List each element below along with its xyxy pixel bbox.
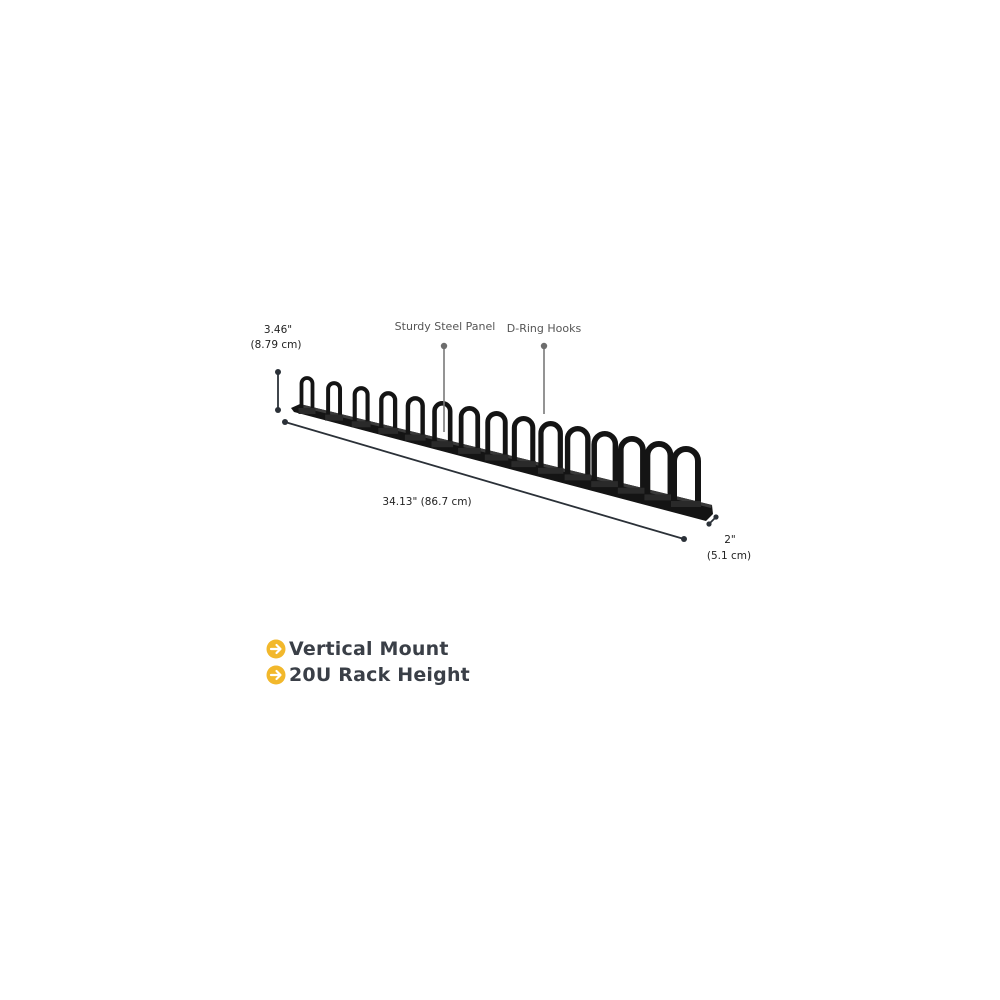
d-ring-hook xyxy=(538,421,563,477)
d-ring-hook xyxy=(299,376,315,416)
cable-manager-panel xyxy=(291,376,713,521)
d-ring-hook xyxy=(352,386,370,430)
d-ring-hook-base xyxy=(351,421,371,428)
d-ring-hook xyxy=(591,431,619,490)
dimension-height-imperial: 3.46" xyxy=(264,324,292,336)
d-ring-hook xyxy=(379,391,398,437)
d-ring-hook-base xyxy=(591,481,619,488)
d-ring-hook-base xyxy=(404,434,426,441)
d-ring-hook xyxy=(432,401,453,450)
dimension-height: 3.46" (8.79 cm) xyxy=(251,324,302,413)
feature-list: Vertical Mount 20U Rack Height xyxy=(266,636,470,688)
callout-dot xyxy=(540,342,548,350)
d-ring-hook-base xyxy=(538,467,564,474)
d-ring-hook-base xyxy=(378,427,399,434)
d-ring-hook-base xyxy=(458,447,481,454)
d-ring-hook xyxy=(671,446,701,510)
d-ring-hook-base xyxy=(484,454,509,461)
d-ring-hook xyxy=(617,436,646,497)
d-ring-hook-base xyxy=(617,487,646,494)
d-ring-hook-base xyxy=(325,414,343,421)
d-ring-hook-base xyxy=(671,501,701,507)
dimension-length-label: 34.13" (86.7 cm) xyxy=(382,496,471,508)
d-ring-hook-base xyxy=(298,408,316,414)
d-ring-hook-base xyxy=(644,494,674,501)
arrow-right-circle-icon xyxy=(266,665,286,685)
feature-item-vertical-mount: Vertical Mount xyxy=(266,636,470,662)
dimension-depth-imperial: 2" xyxy=(724,534,736,546)
feature-label: Vertical Mount xyxy=(289,638,449,660)
callout-d-ring-hooks-label: D-Ring Hooks xyxy=(507,322,582,335)
callout-steel-panel-label: Sturdy Steel Panel xyxy=(395,320,496,333)
d-ring-hook xyxy=(458,406,481,457)
feature-item-rack-height: 20U Rack Height xyxy=(266,662,470,688)
callout-d-ring-hooks: D-Ring Hooks xyxy=(507,322,582,414)
d-ring-hook-base xyxy=(431,441,454,448)
d-ring-hook-base xyxy=(511,461,536,468)
d-ring-hook xyxy=(405,396,425,443)
callout-steel-panel: Sturdy Steel Panel xyxy=(395,320,496,432)
d-ring-hook xyxy=(326,381,343,423)
d-ring-hooks xyxy=(298,376,701,510)
dimension-length: 34.13" (86.7 cm) xyxy=(282,419,687,542)
dimension-depth-metric: (5.1 cm) xyxy=(707,550,751,562)
d-ring-hook-base xyxy=(564,474,591,481)
d-ring-hook xyxy=(511,416,536,470)
dimension-height-metric: (8.79 cm) xyxy=(251,339,302,351)
feature-label: 20U Rack Height xyxy=(289,664,470,686)
arrow-right-circle-icon xyxy=(266,639,286,659)
d-ring-hook xyxy=(485,411,508,463)
d-ring-hook xyxy=(564,426,591,484)
dimension-depth: 2" (5.1 cm) xyxy=(706,514,751,562)
callout-dot xyxy=(440,342,448,350)
d-ring-hook xyxy=(644,441,674,504)
